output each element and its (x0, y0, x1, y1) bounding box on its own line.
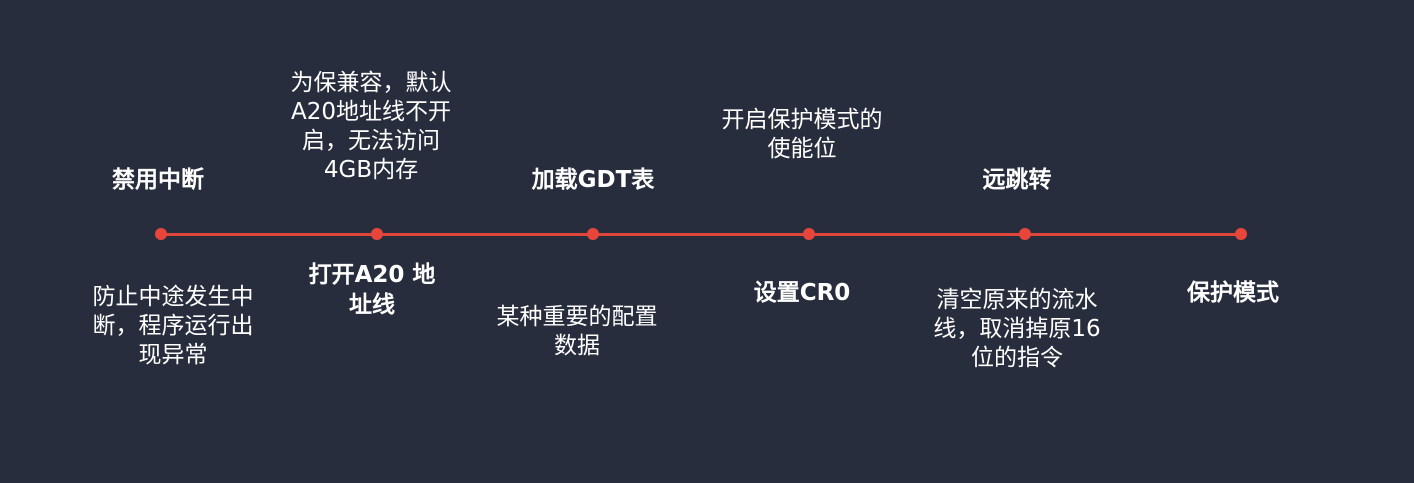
step-4-desc-line-1: 开启保护模式的 (721, 107, 883, 133)
timeline-dot-5 (1019, 228, 1031, 240)
step-4-desc-line-2: 使能位 (767, 136, 837, 162)
timeline-dot-2 (371, 228, 383, 240)
step-2-title: 打开A20 地 址线 (292, 260, 452, 320)
step-2-desc: 为保兼容，默认 A20地址线不开 启，无法访问 4GB内存 (271, 69, 471, 185)
timeline-dot-3 (587, 228, 599, 240)
step-1-desc-line-3: 现异常 (138, 342, 208, 368)
timeline-dot-4 (803, 228, 815, 240)
step-1-desc: 防止中途发生中 断，程序运行出 现异常 (73, 283, 273, 370)
step-3-desc-line-2: 数据 (554, 333, 600, 359)
timeline-dot-6 (1235, 228, 1247, 240)
timeline-dot-1 (155, 228, 167, 240)
step-2-desc-line-1: 为保兼容，默认 (290, 70, 452, 96)
step-4-desc: 开启保护模式的 使能位 (702, 106, 902, 164)
step-2-desc-line-4: 4GB内存 (323, 157, 419, 183)
step-5-title: 远跳转 (982, 167, 1052, 193)
timeline-line (161, 233, 1241, 236)
step-2-title-line-2: 址线 (349, 292, 395, 318)
step-5-desc-line-1: 清空原来的流水 (936, 287, 1098, 313)
step-4-title: 设置CR0 (753, 280, 851, 306)
step-6-title: 保护模式 (1187, 280, 1279, 306)
step-5-desc: 清空原来的流水 线，取消掉原16 位的指令 (917, 286, 1117, 373)
step-2-title-line-1: 打开A20 地 (308, 262, 436, 288)
step-1-title: 禁用中断 (112, 167, 204, 193)
step-5-desc-line-2: 线，取消掉原16 (933, 316, 1101, 342)
step-3-desc-line-1: 某种重要的配置 (496, 304, 658, 330)
step-3-desc: 某种重要的配置 数据 (477, 303, 677, 361)
step-3-title: 加载GDT表 (531, 167, 655, 193)
step-2-desc-line-3: 启，无法访问 (302, 128, 440, 154)
step-1-desc-line-1: 防止中途发生中 (92, 284, 254, 310)
step-5-desc-line-3: 位的指令 (971, 345, 1063, 371)
step-1-desc-line-2: 断，程序运行出 (92, 313, 254, 339)
step-2-desc-line-2: A20地址线不开 (290, 99, 451, 125)
